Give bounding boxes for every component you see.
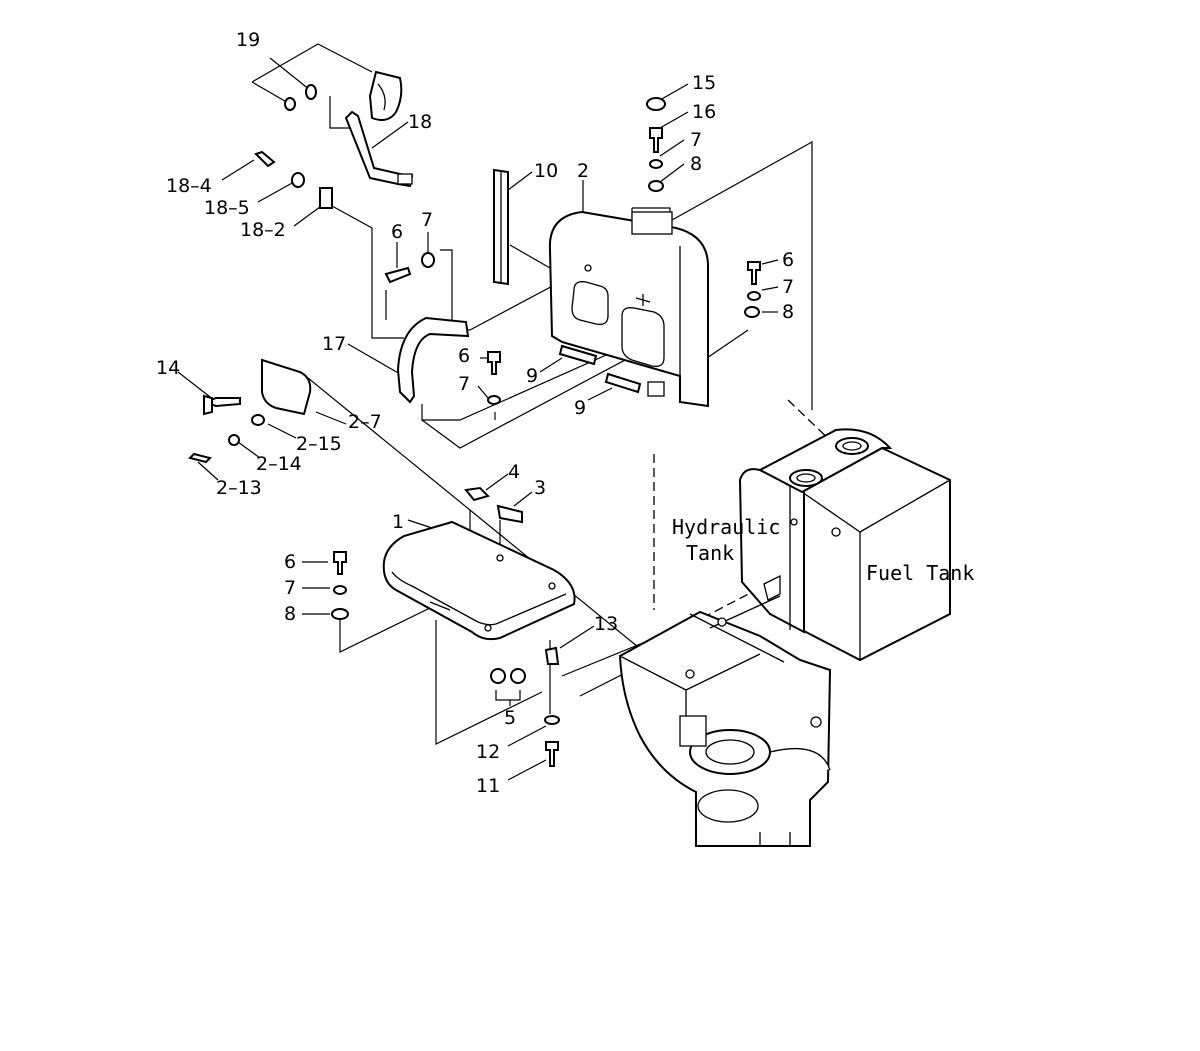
callout-2-14: 2–14: [256, 453, 302, 475]
callout-7-mid: 7: [458, 373, 470, 395]
callout-9-left: 9: [526, 365, 538, 387]
callout-18-4: 18–4: [166, 175, 212, 197]
part-stack-low: [331, 551, 349, 620]
callout-6-mid: 6: [458, 345, 470, 367]
part-18-lever: [344, 110, 414, 188]
part-stack-left: [384, 252, 435, 284]
callout-14: 14: [156, 357, 180, 379]
part-19-lever-cap: [284, 70, 403, 121]
part-1-seat-plate: [382, 520, 576, 641]
callout-labels: 19 18 18–4 18–5 18–2 10 2 15 16 7 8 6 7 …: [156, 29, 794, 797]
callout-17: 17: [322, 333, 346, 355]
callout-6-left: 6: [391, 221, 403, 243]
callout-4: 4: [508, 461, 520, 483]
machine-frame: [618, 595, 832, 847]
callout-7-top: 7: [690, 129, 702, 151]
part-stack-top: [646, 97, 666, 192]
callout-6-right: 6: [782, 249, 794, 271]
callout-13: 13: [594, 613, 618, 635]
callout-7-left: 7: [421, 209, 433, 231]
callout-19: 19: [236, 29, 260, 51]
callout-18: 18: [408, 111, 432, 133]
callout-6-low: 6: [284, 551, 296, 573]
part-bottom-hardware: [490, 646, 560, 767]
callout-12: 12: [476, 741, 500, 763]
part-4-3-brackets: [464, 486, 523, 524]
callout-7-low: 7: [284, 577, 296, 599]
part-2-seat-base-cover: [548, 210, 709, 408]
part-9-strips: [558, 344, 642, 394]
callout-2-15: 2–15: [296, 433, 342, 455]
callout-7-right: 7: [782, 276, 794, 298]
part-stack-mid: [487, 351, 501, 405]
callout-3: 3: [534, 477, 546, 499]
callout-2-7: 2–7: [348, 411, 382, 433]
callout-8-right: 8: [782, 301, 794, 323]
callout-1: 1: [392, 511, 404, 533]
callout-5: 5: [504, 707, 516, 729]
callout-11: 11: [476, 775, 500, 797]
hydraulic-tank-label-line2: Tank: [686, 541, 734, 565]
callout-15: 15: [692, 72, 716, 94]
callout-2: 2: [577, 160, 589, 182]
tank-labels: Hydraulic Tank Fuel Tank: [672, 515, 974, 585]
tank-assembly: [738, 428, 951, 662]
part-17-handle: [396, 316, 470, 404]
callout-2-13: 2–13: [216, 477, 262, 499]
callout-8-low: 8: [284, 603, 296, 625]
hydraulic-tank-label-line1: Hydraulic: [672, 515, 780, 539]
callout-10: 10: [534, 160, 558, 182]
callout-18-5: 18–5: [204, 197, 250, 219]
part-2-7-small-cover: [188, 358, 312, 464]
callout-18-2: 18–2: [240, 219, 286, 241]
part-18-small-hardware: [254, 150, 333, 209]
callout-9-right: 9: [574, 397, 586, 419]
callout-16: 16: [692, 101, 716, 123]
callout-8-top: 8: [690, 153, 702, 175]
part-10-seal-strip: [493, 168, 509, 286]
part-stack-right: [744, 261, 761, 318]
fuel-tank-label: Fuel Tank: [866, 561, 974, 585]
